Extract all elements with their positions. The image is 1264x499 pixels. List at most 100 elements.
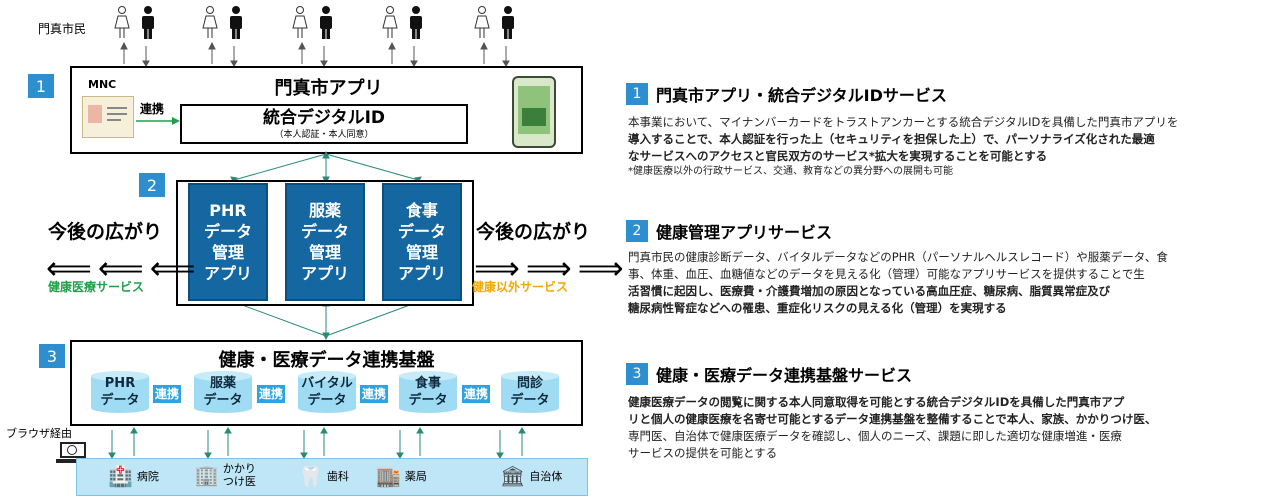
medication-data-db: 服薬 データ [193,370,253,414]
medication-data-l1: 服薬 [209,376,236,391]
right-arrows-icon: ⟹⟹⟹ [474,249,630,287]
mnc-label: MNC [88,78,117,91]
section1-num: 1 [626,83,648,105]
section3-title: 健康・医療データ連携基盤サービス [656,366,913,385]
section2-heading: 2 健康管理アプリサービス [626,219,832,243]
section3-line2: リと個人の健康医療を名寄せ可能とするデータ連携基盤を整備することで本人、家族、か… [628,412,1157,426]
section1-desc: 本事業において、マイナンバーカードをトラストアンカーとする統合デジタルIDを具備… [628,114,1258,179]
facility-pharmacy: 🏬 薬局 [376,464,427,488]
vital-data-db: バイタル データ [297,370,357,414]
section2-num: 2 [626,220,648,242]
tooth-icon: 🦷 [298,464,323,488]
laptop-icon [56,442,90,466]
section3-line3: 専門医、自治体で健康医療データを確認し、個人のニーズ、課題に即した適切な健康増進… [628,429,1122,443]
facility-dental: 🦷 歯科 [298,464,349,488]
medication-data-l2: データ [203,393,243,408]
phr-app-l4: アプリ [203,264,252,283]
medication-app-l2: データ [300,222,349,241]
app-title: 門真市アプリ [274,78,383,99]
layer3-title: 健康・医療データ連携基盤 [218,350,435,371]
right-service-label: 健康以外サービス [472,280,569,294]
left-service-label: 健康医療サービス [48,280,145,294]
expand-right-label: 今後の広がり [476,221,591,243]
citizens-label: 門真市民 [38,22,87,36]
meal-data-l2: データ [408,393,448,408]
medication-app-l3: 管理 [308,243,341,262]
digital-id-sub: （本人認証・本人同意） [274,130,374,140]
facility-family-doctor-label-2: つけ医 [222,475,256,488]
browser-label: ブラウザ経由 [6,427,72,440]
layer2-badge: 2 [139,173,165,197]
left-arrows-icon: ⟸⟸⟸ [46,249,202,287]
section1-line2: 導入することで、本人認証を行った上（セキュリティを担保した上）で、パーソナライズ… [628,132,1155,146]
expand-left-label: 今後の広がり [48,221,163,243]
section3-num: 3 [626,363,648,385]
government-building-icon: 🏛 [500,464,526,488]
digital-id-box: 統合デジタルID （本人認証・本人同意） [180,104,468,144]
section2-desc: 門真市民の健康診断データ、バイタルデータなどのPHR（パーソナルヘルスレコード）… [628,249,1258,317]
section3-desc: 健康医療データの閲覧に関する本人同意取得を可能とする統合デジタルIDを具備した門… [628,394,1258,462]
facility-municipality: 🏛 自治体 [500,464,562,488]
medication-app-l1: 服薬 [308,201,341,220]
section2-title: 健康管理アプリサービス [656,223,833,242]
facility-family-doctor-label-1: かかり [222,462,256,475]
section1-line3: なサービスへのアクセスと官民双方のサービス*拡大を実現することを可能とする [628,149,1048,163]
facility-connectors [108,427,526,458]
facility-hospital: 🏥 病院 [108,464,159,488]
clinic-building-icon: 🏢 [194,463,219,487]
mynumber-card-icon [82,96,134,138]
interview-data-l1: 問診 [516,376,543,391]
section1-heading: 1 門真市アプリ・統合デジタルIDサービス [626,82,947,106]
interview-data-db: 問診 データ [500,370,560,414]
phr-data-l2: データ [100,393,140,408]
facility-municipality-label: 自治体 [529,470,563,483]
phr-app-l2: データ [203,222,252,241]
section3-line1: 健康医療データの閲覧に関する本人同意取得を可能とする統合デジタルIDを具備した門… [628,395,1125,409]
layer1-badge: 1 [28,74,54,98]
meal-app-l1: 食事 [405,201,438,220]
phr-app[interactable]: PHR データ 管理 アプリ [188,183,268,301]
facility-pharmacy-label: 薬局 [404,470,427,483]
section2-line2: 事、体重、血圧、血糖値などのデータを見える化（管理）可能なアプリサービスを提供す… [628,267,1145,281]
vital-data-l1: バイタル [301,376,353,391]
link-arrow-icon [136,117,180,125]
smartphone-icon [512,76,556,148]
facility-hospital-label: 病院 [136,470,159,483]
phr-data-db: PHR データ [90,370,150,414]
citizen-figures-icon [114,6,514,67]
section2-line4: 糖尿病性腎症などへの罹患、重症化リスクの見える化（管理）を実現する [628,301,1007,315]
section1-note: *健康医療以外の行政サービス、交通、教育などの異分野への展開も可能 [628,166,953,177]
db-link-4: 連携 [462,385,491,403]
pharmacy-icon: 🏬 [376,464,401,488]
section2-line3: 活習慣に起因し、医療費・介護費増加の原因となっている高血圧症、糖尿病、脂質異常症… [628,284,1111,298]
db-link-3: 連携 [360,385,389,403]
layer3-badge: 3 [39,344,65,368]
db-link-2: 連携 [257,385,286,403]
meal-app-l4: アプリ [397,264,446,283]
digital-id-title: 統合デジタルID [262,108,386,128]
meal-data-l1: 食事 [414,376,441,391]
vital-data-l2: データ [307,393,347,408]
meal-app-l3: 管理 [405,243,438,262]
hospital-icon: 🏥 [108,464,133,488]
layer1-box: MNC 連携 門真市アプリ 統合デジタルID （本人認証・本人同意） [70,66,583,154]
medication-app[interactable]: 服薬 データ 管理 アプリ [285,183,365,301]
meal-app-l2: データ [397,222,446,241]
section1-title: 門真市アプリ・統合デジタルIDサービス [656,86,947,105]
phr-app-l1: PHR [209,201,247,220]
facility-dental-label: 歯科 [326,470,349,483]
link-label: 連携 [140,102,165,116]
meal-app[interactable]: 食事 データ 管理 アプリ [382,183,462,301]
db-link-1: 連携 [153,385,182,403]
facility-family-doctor: 🏢 かかり つけ医 [194,462,256,488]
section1-line1: 本事業において、マイナンバーカードをトラストアンカーとする統合デジタルIDを具備… [628,115,1179,129]
phr-app-l3: 管理 [211,243,244,262]
meal-data-db: 食事 データ [398,370,458,414]
section2-line1: 門真市民の健康診断データ、バイタルデータなどのPHR（パーソナルヘルスレコード）… [628,250,1168,264]
section3-line4: サービスの提供を可能とする [628,446,778,460]
interview-data-l2: データ [510,393,550,408]
facility-bar [76,458,588,496]
phr-data-l1: PHR [104,376,136,391]
section3-heading: 3 健康・医療データ連携基盤サービス [626,362,912,386]
medication-app-l4: アプリ [300,264,349,283]
